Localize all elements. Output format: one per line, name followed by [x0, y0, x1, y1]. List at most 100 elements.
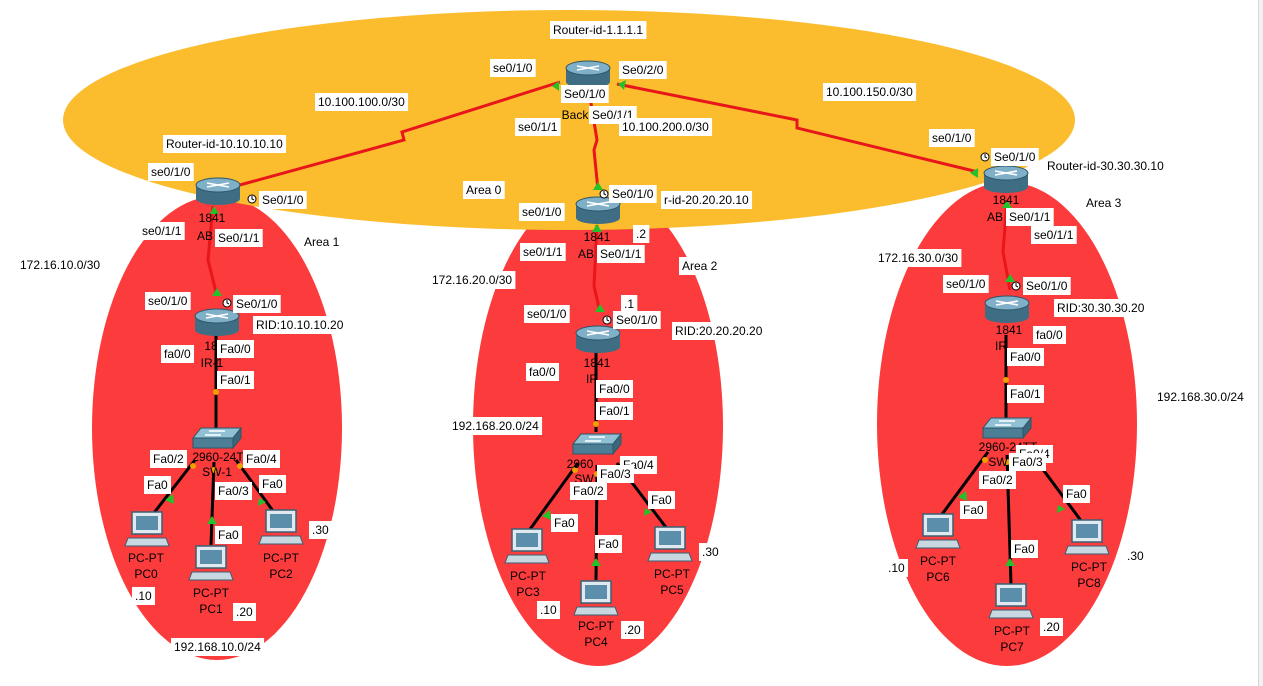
pc0-icon[interactable] — [124, 511, 170, 547]
pc1-icon[interactable] — [188, 545, 234, 581]
port-label: Fa0/1 — [1010, 387, 1041, 401]
sw3-switch-icon[interactable] — [982, 417, 1032, 439]
label-background — [661, 191, 753, 209]
port-label: fa0/0 — [1036, 328, 1063, 342]
label-background — [885, 559, 909, 577]
label-background — [163, 135, 287, 153]
port-label: Se0/1/0 — [994, 150, 1036, 164]
label-background — [979, 471, 1017, 489]
label-background — [570, 482, 608, 500]
label-background — [259, 475, 287, 493]
abr2-model: 1841 — [584, 230, 611, 244]
link-access-indicator — [982, 457, 988, 463]
abr1-name: AB — [197, 229, 213, 243]
link-access-indicator — [213, 389, 219, 395]
ethernet-link-sw1-pc2 — [234, 459, 278, 516]
pc1-type: PC-PT — [193, 586, 230, 600]
sw1-model: 2960-24T — [192, 450, 244, 464]
pc2-icon[interactable] — [258, 509, 304, 545]
label-background — [1054, 299, 1148, 317]
port-label: Fa0/3 — [1012, 455, 1043, 469]
pc5-type: PC-PT — [654, 567, 691, 581]
label-background — [1007, 348, 1045, 366]
link-up-indicator — [618, 80, 626, 90]
link-up-indicator — [1005, 558, 1015, 566]
label-background — [1011, 540, 1039, 558]
label-background — [17, 256, 104, 274]
area-label: Area 3 — [1086, 196, 1122, 210]
label-background — [1044, 157, 1168, 175]
port-label: se0/1/0 — [493, 61, 533, 75]
label-background — [463, 181, 505, 199]
label-background — [621, 295, 638, 313]
dce-clock-icon — [222, 298, 232, 308]
port-label: se0/1/0 — [148, 294, 188, 308]
network-label: 10.100.100.0/30 — [318, 95, 405, 109]
pc6-name: PC6 — [926, 570, 950, 584]
port-label: Fa0/2 — [982, 473, 1013, 487]
ethernet-link-sw3-pc6 — [938, 451, 990, 518]
port-label: fa0/0 — [164, 347, 191, 361]
ir3-name: IR — [995, 339, 1007, 353]
abr1-router-icon[interactable] — [195, 177, 241, 206]
sw1-switch-icon[interactable] — [192, 427, 242, 449]
port-label: Fa0/3 — [600, 467, 631, 481]
pc5-icon[interactable] — [647, 526, 693, 562]
label-background — [1023, 277, 1071, 295]
backbone-router-icon[interactable] — [565, 60, 611, 89]
pc2-type: PC-PT — [263, 551, 300, 565]
label-background — [520, 243, 566, 261]
host-label: .30 — [312, 523, 329, 537]
port-label: Fa0/4 — [246, 452, 277, 466]
pc4-icon[interactable] — [573, 580, 619, 616]
ethernet-link-sw2-pc3 — [526, 462, 580, 533]
right-edge-scrollbar[interactable] — [1258, 0, 1263, 686]
ethernet-link-sw1-pc0 — [148, 459, 197, 519]
abr3-router-icon[interactable] — [983, 165, 1029, 194]
ir2-model: 1841 — [584, 356, 611, 370]
ir2-router-icon[interactable] — [575, 325, 621, 354]
label-background — [619, 118, 713, 136]
label-background — [991, 148, 1039, 166]
label-background — [309, 521, 333, 539]
ir3-router-icon[interactable] — [984, 295, 1030, 324]
router-id-label: RID:10.10.10.20 — [256, 318, 344, 332]
port-label: se0/1/1 — [142, 224, 182, 238]
port-label: se0/1/0 — [946, 277, 986, 291]
ir2-name: IR — [586, 372, 598, 386]
serial-link-backbone-abr3 — [616, 82, 979, 174]
label-background — [215, 482, 253, 500]
abr2-name: AB — [578, 247, 594, 261]
label-background — [597, 245, 645, 263]
pc6-icon[interactable] — [915, 513, 961, 549]
router-id-label: Router-id-30.30.30.10 — [1047, 159, 1164, 173]
port-label: se0/1/0 — [527, 307, 567, 321]
label-background — [243, 450, 281, 468]
host-label: .30 — [702, 545, 719, 559]
label-background — [449, 417, 543, 435]
pc8-icon[interactable] — [1064, 519, 1110, 555]
label-background — [823, 83, 917, 101]
port-label: Se0/1/0 — [564, 87, 606, 101]
port-label: Se0/1/0 — [612, 187, 654, 201]
pc8-type: PC-PT — [1071, 560, 1108, 574]
link-up-indicator — [958, 491, 967, 501]
label-background — [139, 222, 185, 240]
label-background — [1154, 388, 1248, 406]
ir1-router-icon[interactable] — [194, 308, 240, 337]
router-id-label: RID:30.30.30.20 — [1057, 301, 1145, 315]
label-background — [597, 465, 635, 483]
port-label: se0/1/0 — [522, 205, 562, 219]
pc7-icon[interactable] — [988, 583, 1034, 619]
network-label: 10.100.150.0/30 — [826, 85, 913, 99]
label-background — [596, 402, 634, 420]
pc3-icon[interactable] — [504, 528, 550, 564]
pc7-type: PC-PT — [994, 624, 1031, 638]
sw2-switch-icon[interactable] — [572, 433, 622, 455]
label-background — [609, 185, 657, 203]
label-background — [145, 292, 191, 310]
label-background — [596, 380, 634, 398]
host-label: .1 — [624, 297, 634, 311]
port-label: Fa0 — [147, 478, 168, 492]
abr1-model: 1841 — [199, 211, 226, 225]
